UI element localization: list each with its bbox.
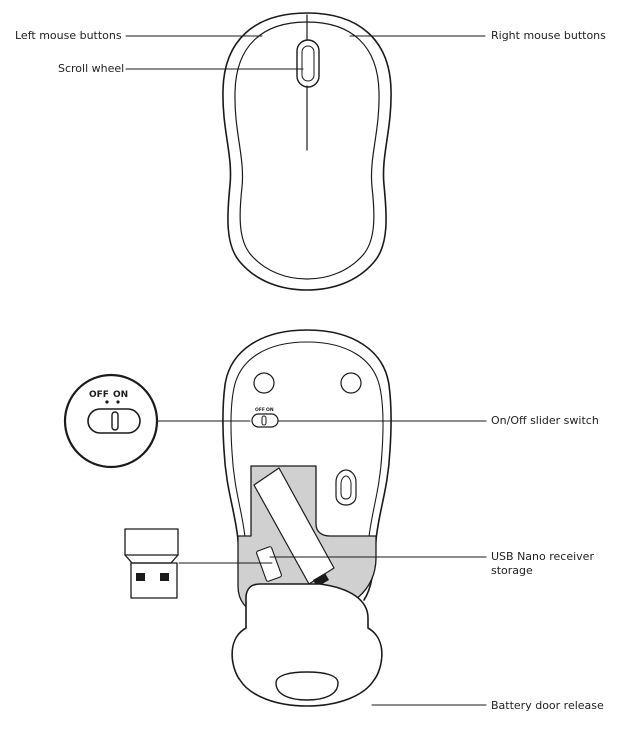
receiver-pin-left: [136, 573, 145, 581]
mouse-top-outer-shell: [222, 12, 392, 291]
switch-inset-off-label: OFF: [89, 390, 109, 400]
battery-door: [231, 583, 383, 707]
label-on-off-switch: On/Off slider switch: [491, 414, 599, 427]
mouse-bottom-outer-shell: [222, 329, 392, 601]
label-battery-door-release: Battery door release: [491, 699, 604, 712]
scroll-wheel-inner: [301, 45, 315, 82]
label-right-mouse-buttons: Right mouse buttons: [491, 29, 606, 42]
switch-small-on-label: ON: [266, 407, 274, 413]
mouse-top-view: [222, 12, 392, 291]
receiver-plug: [130, 562, 178, 599]
label-usb-receiver-line1: USB Nano receiver: [491, 550, 594, 563]
receiver-head: [124, 528, 179, 556]
aa-battery: [253, 467, 335, 585]
label-scroll-wheel: Scroll wheel: [58, 62, 125, 75]
battery-door-release-notch: [275, 671, 339, 701]
switch-inset-track: [87, 408, 141, 434]
receiver-pin-right: [160, 573, 169, 581]
mouse-foot-right: [340, 372, 362, 394]
switch-inset-on-label: ON: [113, 390, 128, 400]
usb-nano-receiver: [124, 528, 179, 599]
scroll-wheel: [296, 39, 320, 88]
mouse-bottom-view: [222, 329, 392, 707]
receiver-neck: [124, 554, 179, 564]
label-usb-receiver-line2: storage: [491, 564, 533, 577]
switch-inset-circle: [63, 373, 159, 469]
switch-inset-off-dot: [105, 400, 109, 404]
sensor-window: [335, 469, 357, 506]
mouse-top-inner-shell: [234, 21, 380, 280]
receiver-storage-slot: [256, 546, 282, 582]
switch-small-knob: [261, 415, 267, 426]
switch-inset: [63, 373, 159, 469]
switch-inset-on-dot: [116, 400, 120, 404]
switch-small-off-label: OFF: [255, 407, 265, 413]
switch-inset-knob: [111, 411, 119, 431]
sensor-lens: [340, 475, 352, 500]
mouse-bottom-inner-shell: [230, 341, 384, 591]
label-left-mouse-buttons: Left mouse buttons: [15, 29, 122, 42]
mouse-foot-left: [253, 372, 275, 394]
